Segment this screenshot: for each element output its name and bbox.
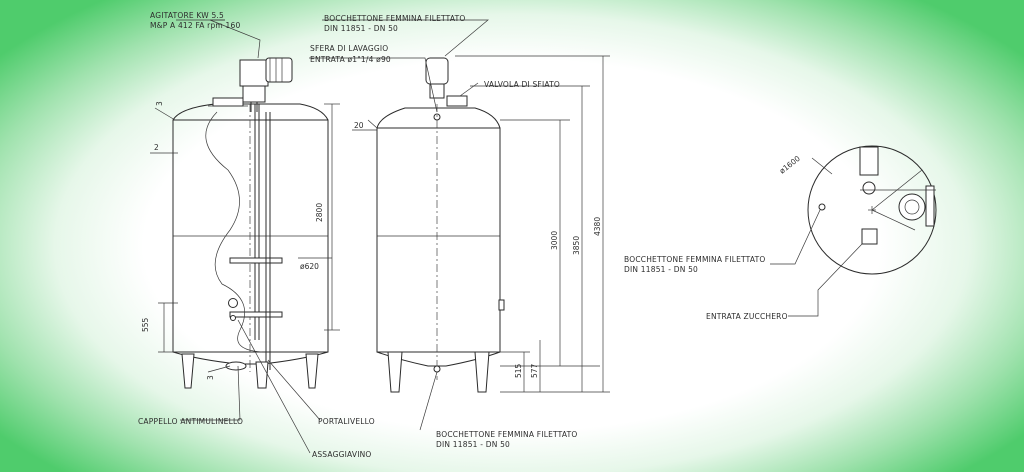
top-view-hatch-hinge — [925, 185, 935, 227]
label-bocchettone-right-2: DIN 11851 - DN 50 — [624, 265, 698, 274]
dim-3850: 3850 — [572, 236, 581, 255]
side-port — [498, 299, 505, 311]
left-tank-leg-1 — [181, 353, 195, 389]
dim-1600: ø1600 — [778, 154, 802, 176]
label-agitatore-2: M&P A 412 FA rpm 160 — [150, 21, 240, 30]
cappello-antimulinello-fitting — [228, 298, 238, 308]
label-sfera-2: ENTRATA ø1"1/4 ø90 — [310, 55, 391, 64]
label-bocchettone-top-2: DIN 11851 - DN 50 — [324, 24, 398, 33]
label-bocchettone-right-1: BOCCHETTONE FEMMINA FILETTATO — [624, 255, 766, 264]
left-tank-section-view: 2800 ø620 555 3 2 3 — [141, 19, 340, 454]
bottom-threaded-port — [433, 365, 441, 373]
spray-ball-housing — [429, 83, 445, 99]
top-view-outline — [807, 145, 937, 275]
dim-3000: 3000 — [550, 231, 559, 250]
top-view-manhole — [898, 193, 926, 221]
dim-2800: 2800 — [315, 203, 324, 222]
dim-2: 2 — [154, 143, 159, 152]
dim-577: 577 — [530, 363, 539, 378]
dim-3-top: 3 — [155, 101, 164, 106]
label-bocchettone-bottom-1: BOCCHETTONE FEMMINA FILETTATO — [436, 430, 578, 439]
spray-ball-motor — [425, 57, 449, 85]
dim-4380: 4380 — [593, 217, 602, 236]
top-view: ø1600 — [770, 145, 937, 317]
label-portalivello: PORTALIVELLO — [318, 417, 375, 426]
dim-620: ø620 — [300, 262, 319, 271]
middle-tank-leg-1 — [387, 351, 403, 393]
label-bocchettone-bottom-2: DIN 11851 - DN 50 — [436, 440, 510, 449]
sugar-inlet-square — [861, 228, 878, 245]
manhole-collar — [212, 97, 244, 107]
left-tank-top — [172, 103, 329, 121]
middle-tank-side-view: 20 3000 3850 4380 515 577 — [309, 19, 610, 431]
middle-tank-top — [376, 107, 501, 129]
agitator-gearbox — [239, 59, 269, 87]
dim-20: 20 — [354, 121, 364, 130]
left-tank-bottom — [172, 351, 329, 365]
cutaway-line — [205, 111, 263, 353]
top-view-gearbox — [862, 181, 876, 195]
agitator-paddle-lower — [229, 311, 283, 318]
label-assaggiavino: ASSAGGIAVINO — [312, 450, 372, 459]
label-sfera-1: SFERA DI LAVAGGIO — [310, 44, 388, 53]
top-view-motor — [859, 146, 879, 176]
left-tank-leg-2 — [305, 353, 319, 389]
dim-3-bottom: 3 — [206, 375, 215, 380]
label-bocchettone-top-1: BOCCHETTONE FEMMINA FILETTATO — [324, 14, 466, 23]
agitator-motor — [265, 57, 293, 83]
label-entrata-zucchero: ENTRATA ZUCCHERO — [706, 312, 788, 321]
left-tank-leg-3 — [255, 361, 269, 389]
bottom-cappello — [225, 361, 247, 371]
dim-515: 515 — [514, 363, 523, 378]
agitator-flange — [242, 85, 266, 103]
vent-valve — [446, 95, 468, 107]
middle-tank-shell — [376, 127, 501, 353]
middle-tank-leg-2 — [474, 351, 490, 393]
label-cappello: CAPPELLO ANTIMULINELLO — [138, 417, 243, 426]
label-agitatore-1: AGITATORE KW 5.5 — [150, 11, 224, 20]
dim-555: 555 — [141, 317, 150, 332]
agitator-paddle-upper — [229, 257, 283, 264]
label-valvola: VALVOLA DI SFIATO — [484, 80, 560, 89]
top-view-threaded-port — [818, 203, 826, 211]
assaggiavino-fitting — [230, 315, 236, 321]
